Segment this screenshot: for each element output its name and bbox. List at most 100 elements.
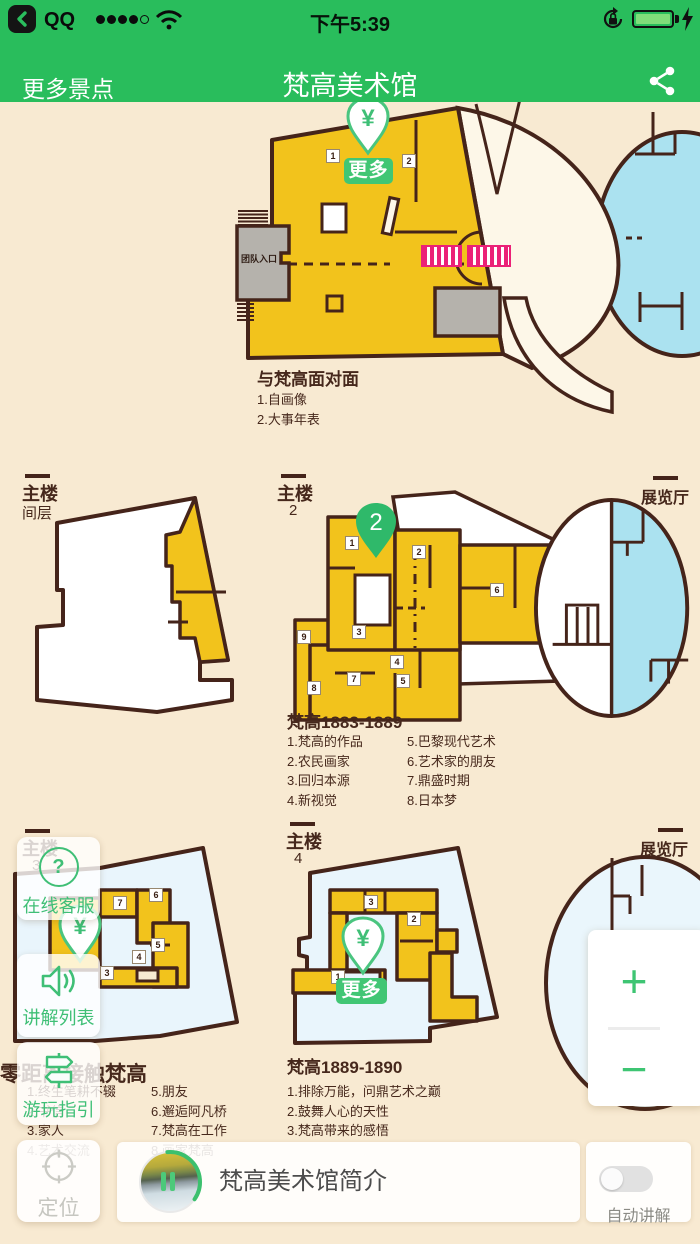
zoom-in-button[interactable]: + <box>620 955 648 1007</box>
room-marker: 6 <box>149 888 163 902</box>
carrier-label: QQ <box>44 9 76 31</box>
floorplan-floor1 <box>235 98 700 415</box>
more-button-floor1[interactable]: 更多 <box>344 158 393 184</box>
room-marker: 6 <box>490 583 504 597</box>
tour-guide-label: 游玩指引 <box>22 1100 95 1120</box>
list-item: 8.日本梦 <box>407 792 457 808</box>
hall-label-bottom: 展览厅 <box>640 842 689 859</box>
room-marker: 3 <box>100 966 114 980</box>
page-title: 梵高美术馆 <box>282 71 418 101</box>
charging-bolt-icon <box>682 7 693 31</box>
auto-narration-card: 自动讲解 <box>586 1142 691 1225</box>
museum-intro-title: 梵高美术馆简介 <box>219 1168 387 1195</box>
share-icon[interactable] <box>645 64 679 98</box>
list-item: 3.回归本源 <box>287 773 350 788</box>
yen-pin-floor4[interactable]: ¥ <box>339 916 387 976</box>
building-label-mezzanine: 主楼 <box>22 484 58 504</box>
room-marker: 3 <box>364 895 378 909</box>
list-item: 5.巴黎现代艺术 <box>407 734 496 749</box>
list-item: 6.艺术家的朋友 <box>407 753 496 769</box>
speaker-icon <box>41 965 75 997</box>
list-item: 2.大事年表 <box>257 411 320 427</box>
list-item: 3.家人 <box>27 1123 64 1138</box>
label-dash <box>25 474 50 478</box>
floor-label-floor2: 2 <box>289 502 298 519</box>
section-title-floor1: 与梵高面对面 <box>257 370 359 389</box>
zoom-control: + − <box>588 930 700 1106</box>
label-dash <box>658 828 683 832</box>
rotation-lock-icon <box>603 7 623 29</box>
hall-label-mid: 展览厅 <box>641 490 690 507</box>
building-label-floor2: 主楼 <box>277 484 313 504</box>
room-marker: 2 <box>402 154 416 168</box>
floorplan-hall-mid <box>533 497 690 719</box>
label-dash <box>653 476 678 480</box>
progress-arc <box>138 1150 202 1214</box>
floor-label-floor4: 4 <box>294 850 303 867</box>
room-marker: 8 <box>307 681 321 695</box>
label-dash <box>290 822 315 826</box>
museum-intro-bar[interactable]: 梵高美术馆简介 <box>117 1142 580 1222</box>
auto-narration-toggle[interactable] <box>599 1166 653 1192</box>
battery-icon <box>632 10 674 28</box>
floorplan-mezzanine <box>35 496 234 714</box>
list-item: 3.梵高带来的感悟 <box>287 1123 389 1138</box>
nav-more-attractions[interactable]: 更多景点 <box>22 76 114 102</box>
room-marker: 7 <box>347 672 361 686</box>
wifi-icon <box>155 10 183 30</box>
list-item: 4.新视觉 <box>287 792 337 808</box>
locate-button[interactable]: 定位 <box>17 1140 100 1222</box>
crosshair-icon <box>41 1149 76 1184</box>
narration-list-label: 讲解列表 <box>22 1008 95 1028</box>
pause-icon <box>170 1172 175 1191</box>
online-service-button[interactable]: ? 在线客服 <box>17 837 100 920</box>
location-pin-floor2[interactable]: 2 <box>352 501 400 561</box>
room-marker: 1 <box>326 149 340 163</box>
more-button-floor4[interactable]: 更多 <box>336 978 387 1004</box>
list-item: 1.自画像 <box>257 392 307 407</box>
yen-pin-floor1[interactable]: ¥ <box>344 96 392 156</box>
question-icon: ? <box>38 847 79 887</box>
online-service-label: 在线客服 <box>22 896 95 916</box>
locate-label: 定位 <box>37 1197 80 1220</box>
list-item: 7.鼎盛时期 <box>407 773 470 788</box>
room-marker: 9 <box>297 630 311 644</box>
room-marker: 2 <box>412 545 426 559</box>
narration-list-button[interactable]: 讲解列表 <box>17 954 100 1037</box>
pin-number: 2 <box>369 509 382 536</box>
list-item: 6.邂逅阿凡桥 <box>151 1103 227 1119</box>
qq-back-button[interactable] <box>8 5 36 33</box>
battery-tip <box>675 15 679 23</box>
room-marker: 5 <box>396 674 410 688</box>
status-time: 下午5:39 <box>309 14 391 36</box>
floorplan-floor2 <box>293 490 567 722</box>
room-marker: 4 <box>390 655 404 669</box>
room-marker: 7 <box>113 896 127 910</box>
room-marker: 2 <box>407 912 421 926</box>
tour-guide-button[interactable]: 游玩指引 <box>17 1042 100 1125</box>
list-item: 7.梵高在工作 <box>151 1123 227 1138</box>
list-item: 2.农民画家 <box>287 753 350 769</box>
yen-icon: ¥ <box>361 105 375 132</box>
label-dash <box>281 474 306 478</box>
label-dash <box>25 829 50 833</box>
room-marker: 3 <box>352 625 366 639</box>
zoom-out-button[interactable]: − <box>620 1043 648 1095</box>
room-marker: 4 <box>132 950 146 964</box>
header-bar: QQ 下午5:39 更多景点 梵高美术馆 <box>0 0 700 102</box>
auto-narration-label: 自动讲解 <box>606 1208 671 1225</box>
stairs-pink-1 <box>421 245 462 267</box>
room-marker: 5 <box>151 938 165 952</box>
divider <box>608 1027 660 1030</box>
list-item: 5.朋友 <box>151 1084 188 1099</box>
building-label-floor4: 主楼 <box>286 832 322 852</box>
stairs-pink-2 <box>467 245 511 267</box>
pause-icon <box>161 1172 166 1191</box>
back-chevron-icon <box>17 11 27 27</box>
yen-icon: ¥ <box>356 925 370 952</box>
floorplan-floor4 <box>291 846 499 1045</box>
floor-label-mezzanine: 间层 <box>22 505 53 522</box>
group-entrance-label: 团队入口 <box>241 254 278 264</box>
section-title-floor2: 梵高1883-1889 <box>287 713 403 732</box>
